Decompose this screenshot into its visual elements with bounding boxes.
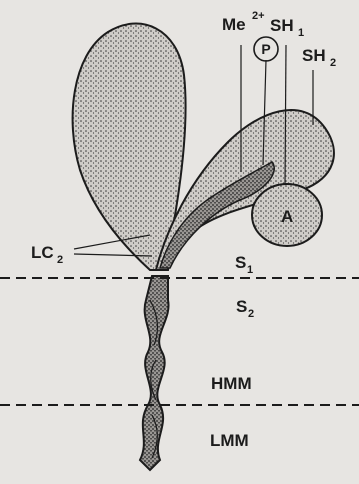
coiled-coil-tail [140,276,169,470]
label-s2-sub: 2 [248,308,254,320]
label-subdomain-a: A [281,207,293,226]
label-hmm: HMM [211,374,252,393]
label-s2: S [236,297,247,316]
label-sh2-sub: 2 [330,57,336,69]
label-sh1-sub: 1 [298,27,304,39]
label-metal-ion: Me [222,15,246,34]
label-lmm: LMM [210,431,249,450]
label-lc2: LC [31,243,54,262]
label-s1-sub: 1 [247,264,253,276]
label-sh2: SH [302,46,326,65]
label-s1: S [235,253,246,272]
label-phosphate: P [261,41,270,57]
label-lc2-sub: 2 [57,254,63,266]
label-metal-ion-charge: 2+ [252,10,265,22]
label-sh1: SH [270,16,294,35]
